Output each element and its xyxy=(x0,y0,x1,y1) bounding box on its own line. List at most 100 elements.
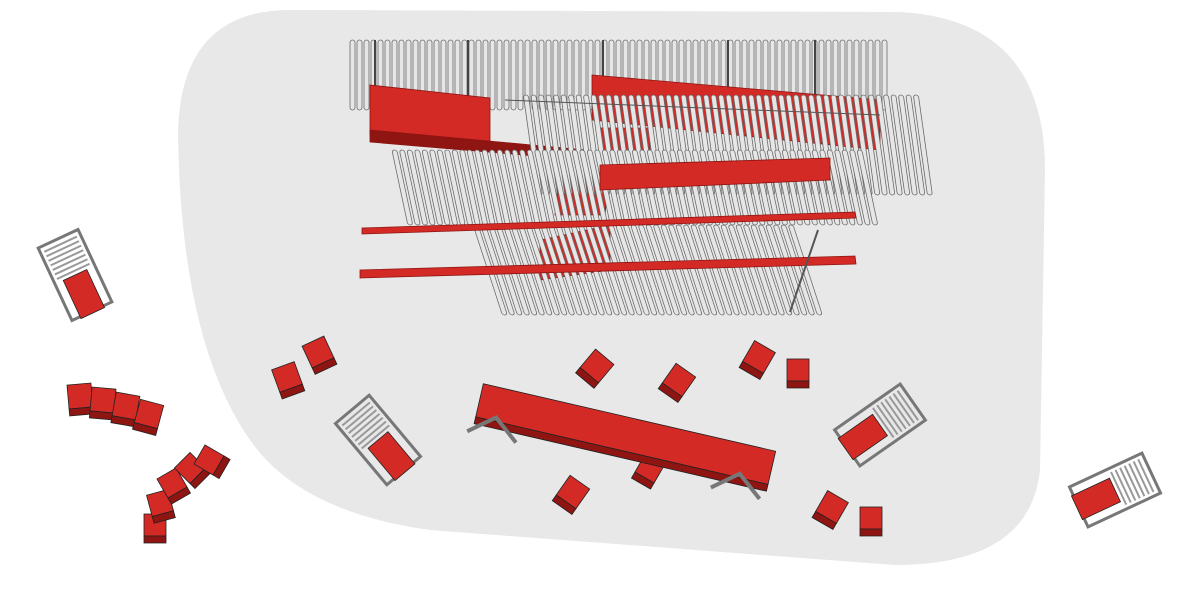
cube-side xyxy=(311,357,338,375)
long-bench xyxy=(466,383,777,501)
slat xyxy=(868,94,888,196)
slat xyxy=(406,149,428,226)
lounger-slat xyxy=(872,407,895,439)
slat xyxy=(668,224,703,316)
cube-side xyxy=(167,486,192,505)
lounger-slat xyxy=(357,420,387,446)
lounger-slat xyxy=(880,401,903,433)
slat xyxy=(698,224,733,316)
cube-side xyxy=(859,528,883,537)
lounger-slat xyxy=(48,244,82,262)
cube-side xyxy=(151,510,176,524)
cube-side xyxy=(279,383,306,400)
slat xyxy=(750,224,785,316)
red-cube xyxy=(301,335,338,375)
slat xyxy=(566,39,573,111)
lounger-slat xyxy=(892,393,915,424)
lounger-slat xyxy=(876,404,899,436)
lounger-slat xyxy=(1128,463,1146,497)
slat xyxy=(421,149,443,226)
red-rail xyxy=(359,255,857,279)
slat xyxy=(399,149,421,226)
red-cube xyxy=(657,362,697,404)
lounger-fabric xyxy=(367,431,416,482)
lounger-slat xyxy=(1123,465,1141,499)
cube-side xyxy=(738,360,764,381)
red-cube xyxy=(786,358,810,389)
red-cube xyxy=(271,361,306,400)
cube-side xyxy=(630,471,655,490)
slat xyxy=(765,224,800,316)
cube-side xyxy=(132,421,158,436)
slat xyxy=(517,39,524,111)
slat xyxy=(890,94,910,196)
slat xyxy=(743,224,778,316)
lounger-slat xyxy=(54,258,88,276)
cube-top xyxy=(66,382,94,410)
lounger-slat xyxy=(46,240,80,258)
slat xyxy=(898,94,918,196)
cube-side xyxy=(575,366,600,389)
red-rail xyxy=(361,211,857,235)
slat xyxy=(773,224,808,316)
lounger-fabric xyxy=(837,413,889,461)
lounger-slat xyxy=(351,413,381,438)
slat xyxy=(503,39,510,111)
slat xyxy=(573,39,580,111)
lounger-slat xyxy=(344,405,374,431)
slat xyxy=(841,149,863,226)
cube-side xyxy=(657,382,683,404)
red-cube xyxy=(132,398,165,436)
slat xyxy=(559,39,566,111)
slat xyxy=(849,149,871,226)
red-rails xyxy=(359,157,857,313)
cube-top xyxy=(859,506,883,530)
bench-side xyxy=(473,416,769,492)
slat xyxy=(510,39,517,111)
lounger-slat xyxy=(896,390,919,421)
deck-chair xyxy=(333,393,423,487)
deck-chair xyxy=(1067,451,1163,529)
red-cube xyxy=(193,444,231,480)
red-cube-seats xyxy=(66,335,883,544)
slat xyxy=(735,224,770,316)
lounger-slat xyxy=(884,398,907,430)
slat xyxy=(881,39,888,111)
lounger-slat xyxy=(348,409,378,434)
red-panel xyxy=(599,157,831,191)
slat xyxy=(391,149,413,226)
red-cube xyxy=(551,474,591,516)
cube-side xyxy=(551,494,577,516)
slat xyxy=(690,224,725,316)
slat xyxy=(705,224,740,316)
lounger-slat xyxy=(1132,461,1150,495)
slat xyxy=(653,224,688,316)
slat xyxy=(660,224,695,316)
red-cube xyxy=(88,386,117,421)
support-pole xyxy=(789,229,819,313)
fence-wire xyxy=(504,99,881,116)
bench-leg xyxy=(709,471,762,501)
lounger-slat xyxy=(888,395,911,427)
slat xyxy=(683,224,718,316)
red-cube xyxy=(738,340,776,381)
loungers-and-benches xyxy=(36,227,1163,529)
slat xyxy=(905,94,925,196)
lounger-slat xyxy=(1110,471,1128,506)
slat xyxy=(363,39,370,111)
lounger-slat xyxy=(1119,467,1137,501)
lounger-slat xyxy=(1137,458,1155,493)
slat xyxy=(728,224,763,316)
slat xyxy=(883,94,903,196)
lounger-fabric xyxy=(1070,477,1122,521)
red-cube xyxy=(575,348,615,389)
deck-chair xyxy=(36,227,114,323)
slat xyxy=(780,224,815,316)
slat xyxy=(713,224,748,316)
red-cube xyxy=(859,506,883,537)
lounger-slat xyxy=(56,262,91,280)
lounger-slat xyxy=(52,253,86,271)
slat xyxy=(875,94,895,196)
cube-side xyxy=(786,380,810,389)
bench-leg xyxy=(466,415,518,444)
